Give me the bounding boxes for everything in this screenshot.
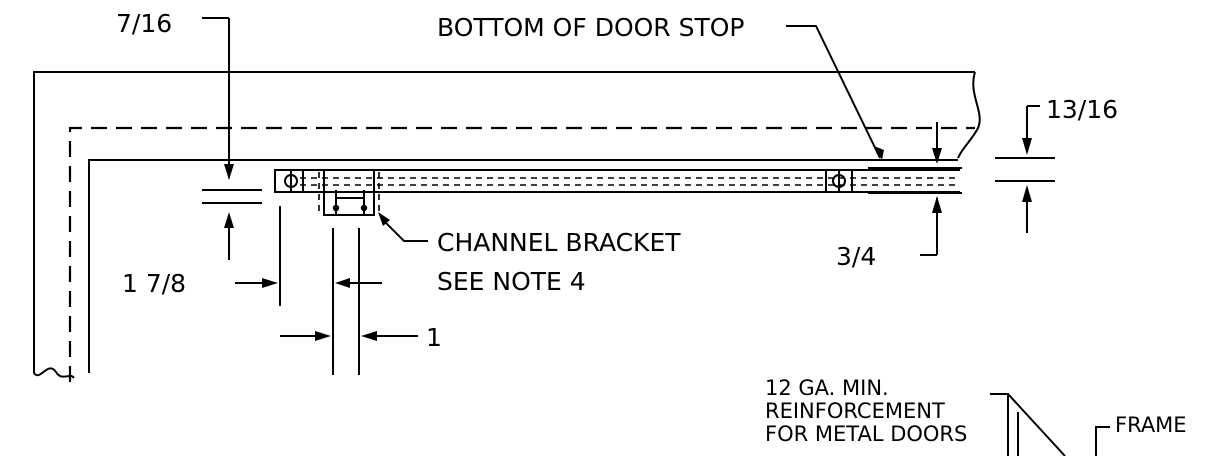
dimension-1-7-8 (235, 206, 382, 375)
label-for-metal-doors: FOR METAL DOORS (765, 422, 967, 446)
label-channel-bracket: CHANNEL BRACKET (437, 228, 681, 257)
label-13-16: 13/16 (1046, 95, 1118, 124)
dimension-3-4 (868, 122, 962, 256)
dimension-13-16 (995, 105, 1055, 233)
label-frame: FRAME (1115, 413, 1187, 437)
dimension-1 (280, 228, 418, 375)
door-stop-leader (786, 25, 884, 160)
left-pivot-icon (284, 171, 298, 191)
label-1-7-8: 1 7/8 (122, 269, 186, 298)
frame-outline (33, 71, 981, 382)
label-bottom-of-door-stop: BOTTOM OF DOOR STOP (437, 13, 745, 42)
frame-leader (1095, 426, 1110, 456)
closer-arm (274, 169, 960, 193)
right-pivot-icon (832, 171, 846, 191)
label-3-4: 3/4 (836, 242, 876, 271)
label-7-16: 7/16 (116, 9, 172, 38)
channel-bracket (318, 169, 380, 216)
label-see-note-4: SEE NOTE 4 (437, 267, 586, 296)
channel-bracket-leader (378, 212, 428, 242)
label-1: 1 (426, 323, 442, 352)
reinforcement-leader (990, 393, 1066, 456)
dimension-7-16 (202, 17, 262, 260)
label-reinforcement: REINFORCEMENT (765, 399, 945, 423)
label-12-ga-min: 12 GA. MIN. (765, 376, 889, 400)
